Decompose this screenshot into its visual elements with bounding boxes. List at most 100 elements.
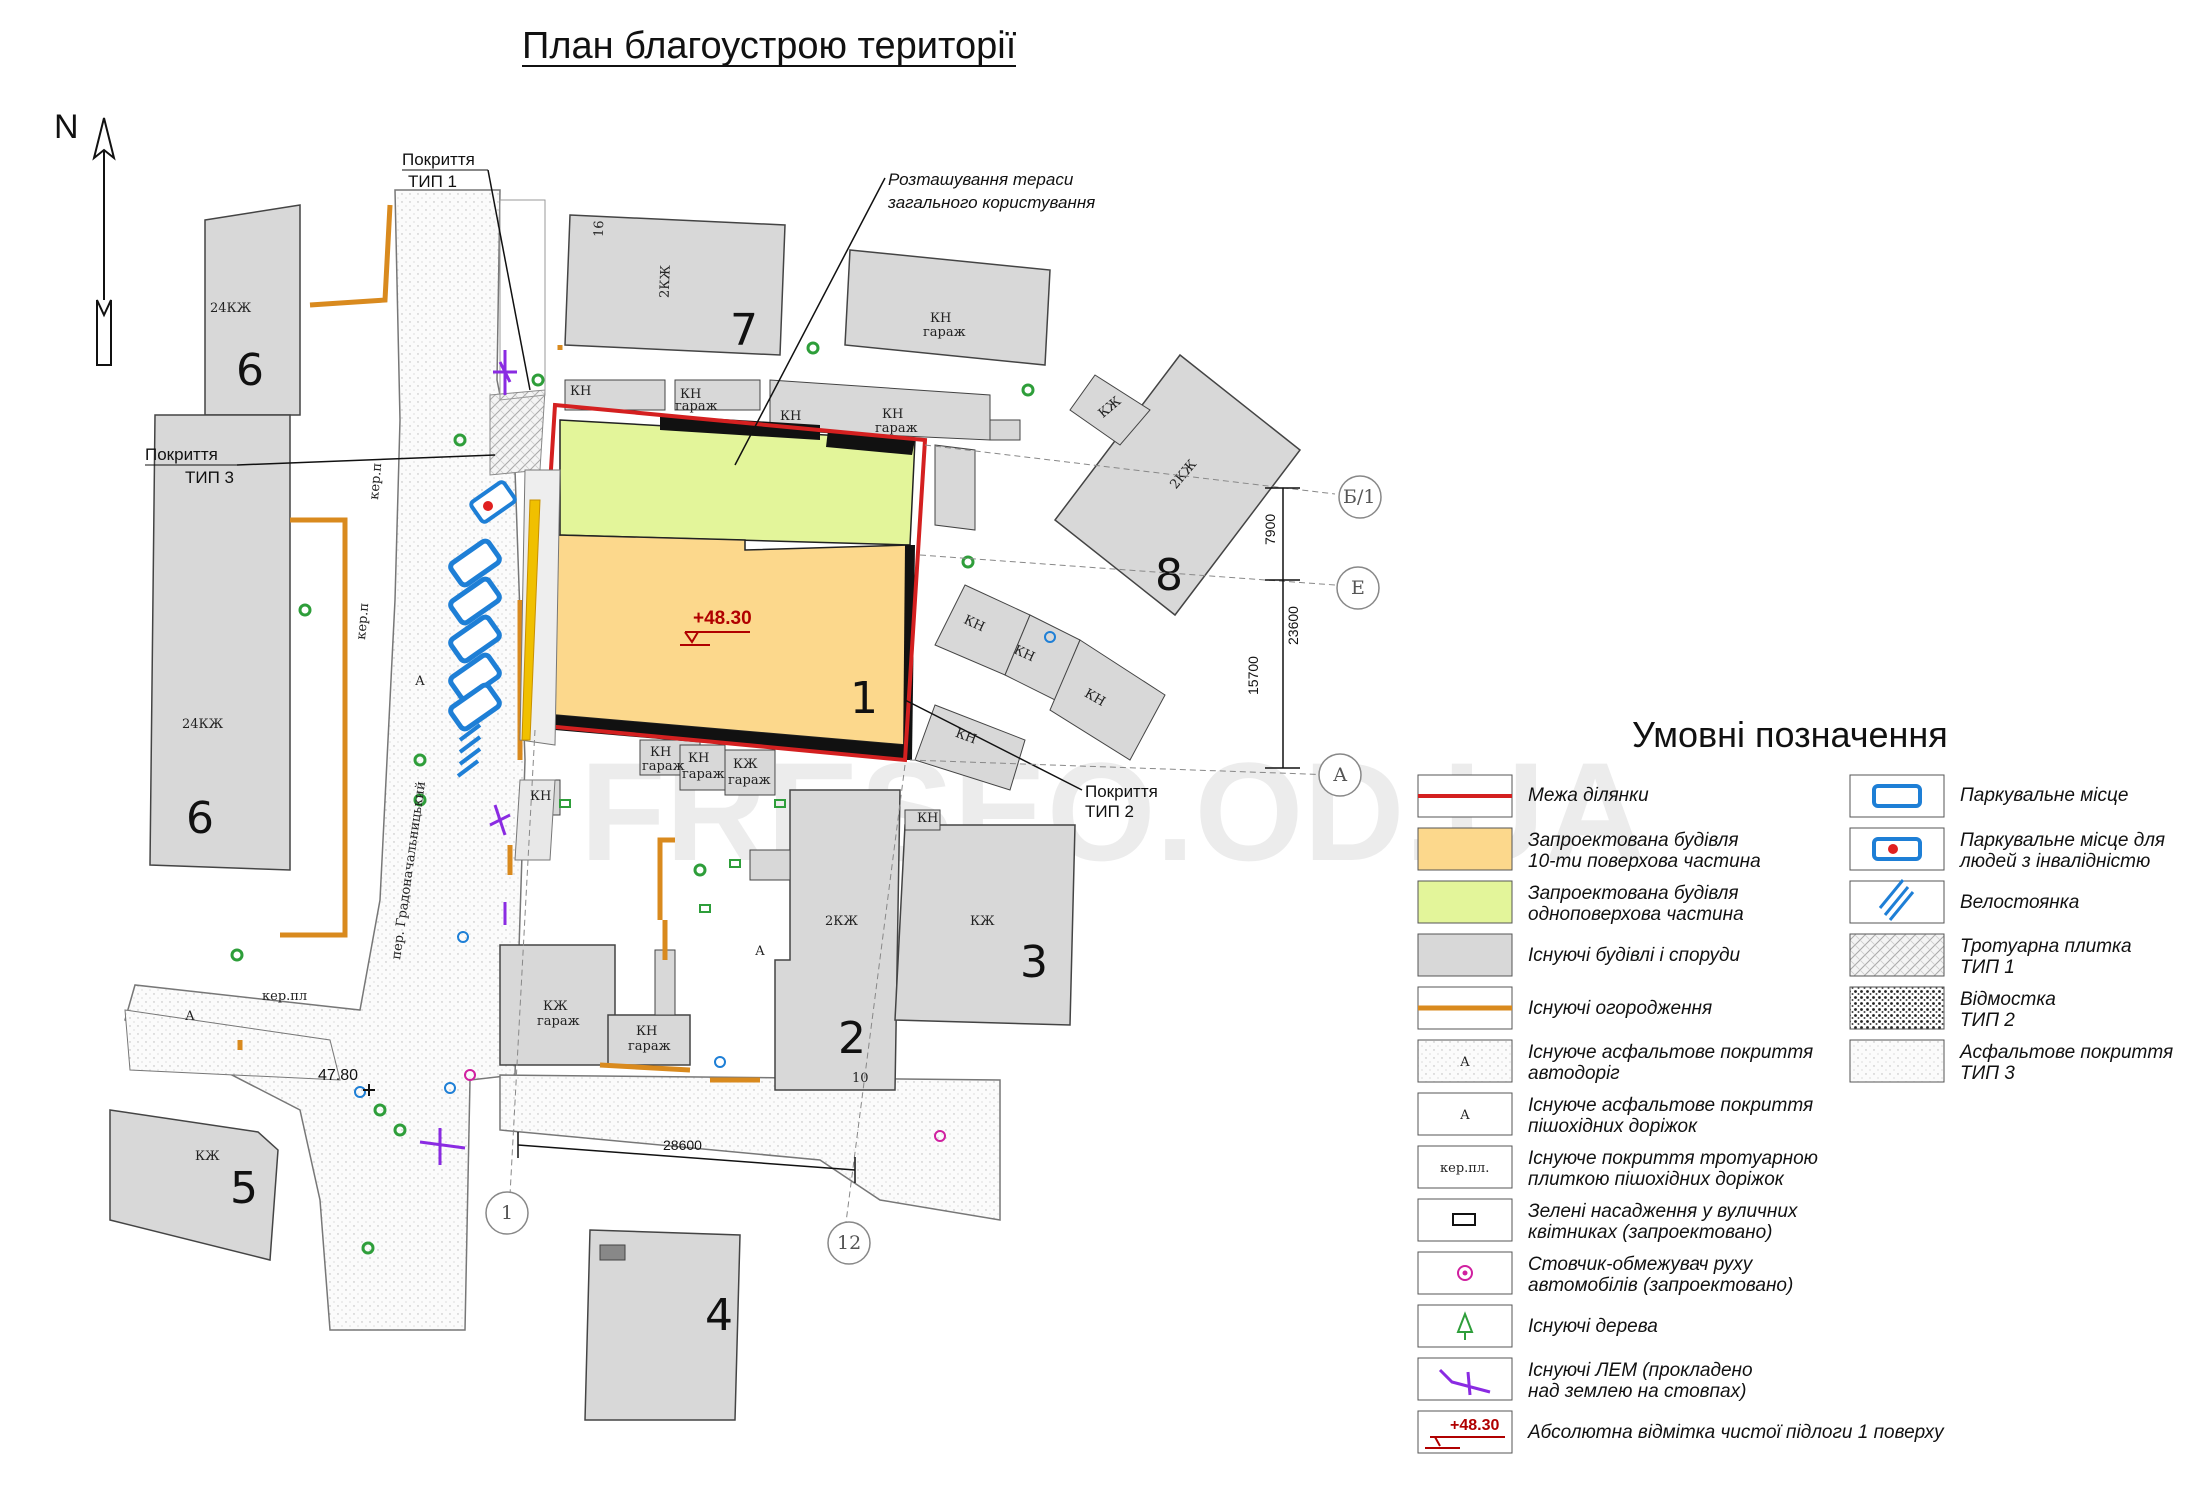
flower-bed-icon [729, 859, 741, 868]
garage-kn-label: КН [930, 311, 951, 326]
legend-label-line: автомобілів (запроектовано) [1528, 1275, 1793, 1296]
building-number: 8 [1155, 550, 1183, 601]
legend-parking-icon [1872, 784, 1922, 808]
tree-icon [413, 793, 427, 807]
legend-label-line: Запроектована будівля [1528, 830, 1739, 851]
blind-area-ne [826, 430, 915, 455]
legend-label-line: Існуюче асфальтове покриття [1528, 1042, 1813, 1063]
curb-label: кер.пл [262, 989, 307, 1004]
legend-label-line: Запроектована будівля [1528, 883, 1739, 904]
building-2-annex [749, 849, 791, 881]
legend-swatch-kerpl: кер.пл. [1440, 1161, 1489, 1176]
callout-cover2-line1: Покриття [1085, 782, 1158, 801]
legend-label: Зелені насадження у вуличних квітниках (… [1528, 1201, 1803, 1243]
axis-label: Е [1351, 577, 1365, 599]
existing-buildings [109, 204, 1302, 1421]
garage-label: гараж [682, 767, 725, 782]
lem-pole-icon [419, 1128, 466, 1165]
garage-connector [654, 949, 676, 1016]
legend-bollard-icon [1457, 1265, 1473, 1281]
garage-kn-label: КН [636, 1024, 657, 1039]
legend-label: Існуюче асфальтове покриття пішохідних д… [1528, 1095, 1818, 1137]
legend-title: Умовні позначення [1632, 714, 1948, 755]
legend-label-line: одноповерхова частина [1528, 904, 1744, 925]
dimension-23600: 23600 [1285, 606, 1301, 645]
tree-icon [453, 433, 467, 447]
legend-label: Асфальтове покриття ТИП 3 [1959, 1042, 2178, 1084]
building-number: 5 [230, 1163, 258, 1214]
legend-labels-right: Паркувальне місце Паркувальне місце для … [1959, 785, 2178, 1084]
legend-footpath-asphalt-swatch [1417, 1092, 1513, 1136]
callout-cover1-line1: Покриття [402, 150, 475, 169]
legend-label-line: 10-ти поверхова частина [1528, 851, 1761, 872]
legend-paving-swatch [1417, 1145, 1513, 1189]
west-sidewalk [514, 469, 561, 861]
garage-kn-label: КН [650, 745, 671, 760]
callout-terrace-line2: загального користування [887, 193, 1095, 212]
building-7 [564, 214, 786, 356]
building-code: 24КЖ [182, 717, 224, 732]
tree-icon [806, 341, 820, 355]
legend-label-line: ТИП 3 [1960, 1063, 2015, 1084]
legend-swatch-a: А [1460, 1108, 1470, 1123]
bollard-icon [464, 1069, 476, 1081]
garage-label: гараж [537, 1014, 580, 1029]
flower-beds [559, 799, 786, 913]
tree-icon [393, 1123, 407, 1137]
legend-label: Тротуарна плитка ТИП 1 [1960, 936, 2137, 978]
building-code: 24КЖ [210, 301, 252, 316]
legend-label-line: ТИП 1 [1960, 957, 2015, 978]
legend-label-line: над землею на стовпах) [1528, 1381, 1746, 1402]
accessible-parking-icon [469, 480, 517, 524]
legend-label-line: Асфальтове покриття [1959, 1042, 2173, 1063]
building-3 [894, 824, 1076, 1026]
garage-label: гараж [923, 325, 966, 340]
legend-swatch-a: А [1460, 1055, 1470, 1070]
garage-kn-small [989, 419, 1021, 441]
legend-label: Відмостка ТИП 2 [1960, 989, 2061, 1031]
parking-space-icon [448, 682, 502, 732]
legend-label-line: Стовчик-обмежувач руху [1528, 1254, 1754, 1275]
axis-label: Б/1 [1343, 486, 1375, 508]
tree-icon [531, 373, 545, 387]
asphalt-mark: А [755, 944, 765, 959]
legend-elevation-icon [1425, 1436, 1505, 1449]
legend-bicycle-rack-icon [1878, 879, 1915, 921]
garage-label: гараж [642, 759, 685, 774]
legend-low-part-swatch [1417, 880, 1513, 924]
garage-block-north [844, 249, 1051, 366]
legend-blind-area-type2-swatch [1849, 986, 1945, 1030]
tree-icon [230, 948, 244, 962]
lem-poles [419, 350, 517, 1165]
dimension-7900: 7900 [1262, 514, 1278, 545]
building-6-south [149, 414, 291, 871]
bollards [464, 1069, 946, 1142]
lem-pole-icon [489, 804, 511, 836]
elevation-value: +48.30 [693, 608, 752, 629]
legend-swatches-left: А А кер.пл. +48.30 [1417, 774, 1513, 1454]
legend-label-line: Межа ділянки [1528, 785, 1649, 806]
curb-label: кер.п [367, 462, 385, 500]
garage-south-3 [724, 749, 776, 796]
legend-label-line: Зелені насадження у вуличних [1528, 1201, 1799, 1222]
spot-elevation-value: 47.80 [318, 1067, 358, 1084]
designed-building: +48.30 [532, 402, 928, 763]
tree-icon [961, 555, 975, 569]
legend-road-asphalt-swatch [1417, 1039, 1513, 1083]
building-number: 4 [705, 1290, 733, 1341]
legend-label: Межа ділянки [1528, 785, 1649, 806]
garage-east-4 [914, 704, 1026, 791]
garage-kn-label: КН [680, 387, 701, 402]
legend-label-line: квітниках (запроектовано) [1528, 1222, 1773, 1243]
blue-markers [354, 631, 1056, 1098]
building-code: 2КЖ [658, 264, 674, 298]
north-arrow-icon: N [54, 108, 116, 366]
tree-icon [373, 1103, 387, 1117]
garage-kn-label: КН [780, 409, 801, 424]
legend-label: Стовчик-обмежувач руху автомобілів (запр… [1528, 1254, 1793, 1296]
asphalt-mark: А [415, 674, 425, 689]
parking-space-icon [448, 576, 502, 626]
legend-label-line: плиткою пішохідних доріжок [1528, 1169, 1785, 1190]
legend-label: Існуючі ЛЕМ (прокладено над землею на ст… [1528, 1360, 1758, 1402]
flower-bed-icon [559, 799, 571, 808]
